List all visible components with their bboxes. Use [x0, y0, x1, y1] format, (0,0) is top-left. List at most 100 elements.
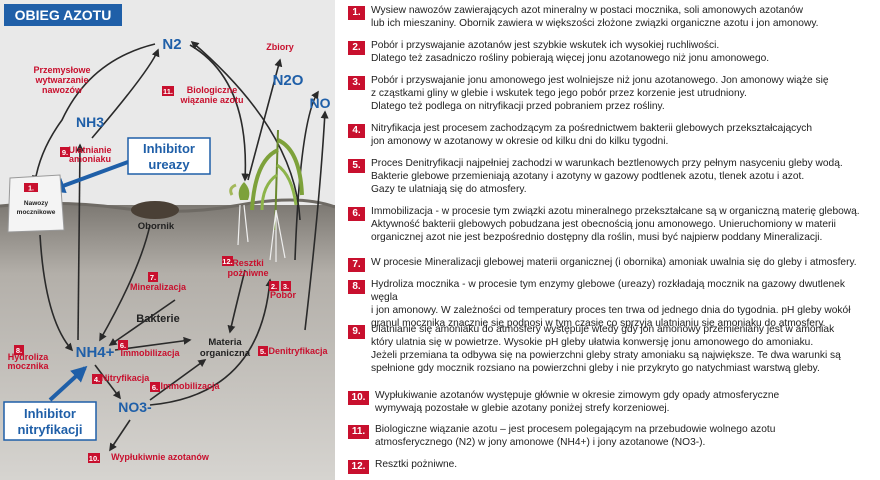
legend-item-12: 12. Resztki pożniwne.: [348, 459, 873, 474]
legend-text: Ulatnianie się amoniaku do atmosfery wys…: [371, 324, 841, 374]
przemyslowe-1: Przemysłowe: [33, 65, 90, 75]
title-banner: [4, 4, 122, 26]
n2o-label: N2O: [273, 72, 304, 89]
resztki-2: pożniwne: [228, 268, 269, 278]
badge-2: 2.: [271, 282, 277, 291]
badge-3: 3.: [283, 282, 289, 291]
inhibitor-ureazy-line1: Inhibitor: [143, 141, 195, 156]
legend-number: 7.: [348, 258, 365, 272]
process-labels: Przemysłowe wytwarzanie nawozów Zbiory B…: [7, 42, 328, 462]
legend-number: 5.: [348, 159, 365, 173]
legend-item-3: 3. Pobór i przyswajanie jonu amonowego j…: [348, 75, 873, 114]
legend-text: Pobór i przyswajanie jonu amonowego jest…: [371, 75, 829, 112]
inhibitor-ureazy-line2: ureazy: [148, 157, 190, 172]
bakterie-label: Bakterie: [136, 313, 179, 325]
legend-number: 2.: [348, 41, 365, 55]
arrow-denit-n2: [190, 40, 301, 221]
legend-text: Hydroliza mocznika - w procesie tym enzy…: [371, 279, 851, 329]
arrow-ureazy-fertilizer: [48, 160, 129, 194]
nawozy-label-2: mocznikowe: [17, 209, 56, 216]
inhibitor-arrows: [48, 160, 129, 402]
n2-label: N2: [162, 36, 181, 53]
legend-number: 11.: [348, 425, 369, 439]
arrow-nh4-no3: [94, 364, 121, 400]
nawozy-label-1: Nawozy: [24, 200, 49, 207]
badge-12: 12.: [222, 257, 232, 266]
legend-item-5: 5. Proces Denitryfikacji najpełniej zach…: [348, 158, 873, 197]
zbiory-label: Zbiory: [266, 42, 294, 52]
arrow-no3-plant: [149, 278, 274, 406]
arrow-urea-nh4: [39, 234, 74, 352]
arrow-no3-leach: [109, 419, 131, 452]
legend-number: 12.: [348, 460, 369, 474]
legend-item-10: 10. Wypłukiwanie azotanów występuje głów…: [348, 390, 873, 416]
legend-text: Resztki pożniwne.: [375, 459, 458, 470]
wyplukiwanie-label: Wypłukiwnie azotanów: [111, 452, 210, 462]
badge-4: 4.: [94, 375, 100, 384]
inhibitor-nitryfikacji-line2: nitryfikacji: [17, 422, 82, 437]
badge-8: 8.: [16, 346, 22, 355]
arrow-no3-organic: [149, 359, 207, 401]
ulatnianie-2: amoniaku: [69, 154, 111, 164]
badge-6b: 6.: [152, 383, 158, 392]
denitryfikacja-label: Denitryfikacja: [268, 346, 328, 356]
badge-1: 1.: [28, 186, 34, 193]
process-badges: 12. 2. 3. 7. 8. 6. 4. 6. 5. 9. 10. 11.: [14, 86, 291, 463]
arrow-no-up: [304, 110, 329, 331]
legend-text: Proces Denitryfikacji najpełniej zachodz…: [371, 158, 843, 195]
arrow-n2-bio-fix: [189, 44, 250, 182]
hydroliza-2: mocznika: [7, 361, 49, 371]
obornik-pile: [131, 201, 179, 219]
arrow-nh3-up: [91, 48, 160, 139]
nitrogen-cycle-diagram: OBIEG AZOTU 1. Nawozy mocznikowe Obornik: [0, 0, 335, 480]
badge-5: 5.: [260, 347, 266, 356]
arrow-residue-organic: [227, 269, 246, 334]
resztki-1: Resztki: [232, 258, 264, 268]
arrow-n2-industry: [32, 43, 156, 184]
legend-text: W procesie Mineralizacji glebowej materi…: [371, 257, 857, 268]
arrow-n2o-up: [294, 90, 319, 261]
badge-11: 11.: [163, 87, 173, 96]
legend-item-9: 9. Ulatnianie się amoniaku do atmosfery …: [348, 324, 873, 376]
legend-number: 10.: [348, 391, 369, 405]
legend-number: 1.: [348, 6, 365, 20]
cycle-arrows: [32, 40, 329, 452]
badge-10: 10.: [89, 454, 99, 463]
legend-number: 3.: [348, 76, 365, 90]
przemyslowe-3: nawozów: [42, 85, 83, 95]
biologiczne-1: Biologiczne: [187, 85, 238, 95]
nh4-label: NH4+: [76, 344, 115, 361]
legend-text: Immobilizacja - w procesie tym związki a…: [371, 206, 860, 243]
inhibitor-nitryfikacji-box: [3, 401, 97, 441]
przemyslowe-2: wytwarzanie: [34, 75, 88, 85]
inhibitor-ureazy-box: [127, 137, 211, 175]
obornik-label: Obornik: [138, 221, 175, 232]
fertilizer-bag: 1. Nawozy mocznikowe: [7, 174, 65, 233]
ulatnianie-1: Ulatnianie: [68, 145, 111, 155]
legend-item-2: 2. Pobór i przyswajanie azotanów jest sz…: [348, 40, 873, 66]
title: OBIEG AZOTU: [15, 7, 112, 23]
badge-9: 9.: [62, 148, 68, 157]
materia-1: Materia: [208, 337, 242, 348]
nh3-label: NH3: [76, 114, 104, 130]
legend-number: 6.: [348, 207, 365, 221]
nitryfikacja-label: Nitryfikacja: [101, 373, 151, 383]
badge-7: 7.: [150, 273, 156, 282]
legend-number: 4.: [348, 124, 365, 138]
legend-item-6: 6. Immobilizacja - w procesie tym związk…: [348, 206, 873, 245]
arrow-bacteria-nh4: [108, 299, 176, 346]
legend-text: Wypłukiwanie azotanów występuje głównie …: [375, 390, 780, 414]
no-label: NO: [310, 95, 331, 111]
legend-text: Biologiczne wiązanie azotu – jest proces…: [375, 424, 776, 448]
arrow-nh4-nh3: [75, 143, 84, 341]
legend-item-1: 1. Wysiew nawozów zawierających azot min…: [348, 5, 873, 31]
legend-item-4: 4. Nitryfikacja jest procesem zachodzący…: [348, 123, 873, 149]
arrow-nitryfikacji-nh4: [48, 365, 88, 402]
legend-list: 1. Wysiew nawozów zawierających azot min…: [348, 0, 878, 480]
legend-text: Pobór i przyswajanie azotanów jest szybk…: [371, 40, 770, 64]
no3-label: NO3-: [118, 399, 152, 415]
legend-item-11: 11. Biologiczne wiązanie azotu – jest pr…: [348, 424, 873, 450]
immobilizacja-2: Immobilizacja: [160, 381, 220, 391]
plant-icon: [229, 129, 304, 262]
legend-text: Nitryfikacja jest procesem zachodzącym z…: [371, 123, 813, 147]
